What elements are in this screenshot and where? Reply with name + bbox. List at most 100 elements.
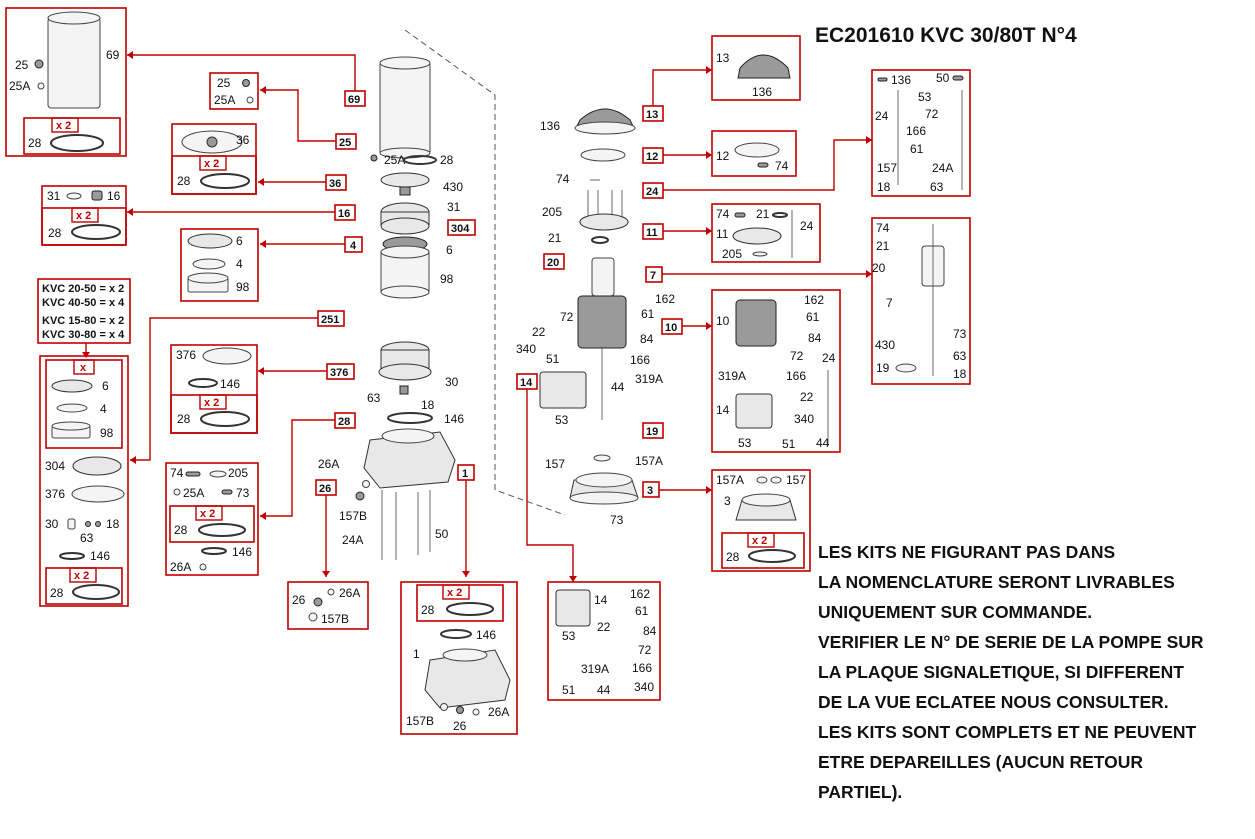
tag-36: 36: [329, 178, 341, 190]
kit-10-detail: 10 162 61 84 72 24 319A 166 14 22 340 53…: [711, 289, 841, 453]
note-line: PARTIEL).: [818, 782, 903, 802]
label-61: 61: [635, 604, 649, 618]
label-36: 36: [236, 133, 250, 147]
tag-20: 20: [547, 257, 559, 269]
label-6: 6: [236, 234, 243, 248]
label-14: 14: [594, 593, 608, 607]
kit-16-detail: 31 16 x 2 28: [41, 185, 127, 246]
tag-24: 24: [646, 186, 659, 198]
label-74: 74: [716, 207, 730, 221]
label-26A: 26A: [488, 705, 509, 719]
label-146: 146: [90, 549, 110, 563]
label-136: 136: [540, 119, 560, 133]
x-badge: x: [80, 362, 87, 374]
label-73: 73: [236, 486, 250, 500]
note-line: VERIFIER LE N° DE SERIE DE LA POMPE SUR: [818, 632, 1204, 652]
label-376: 376: [176, 348, 196, 362]
note-line: UNIQUEMENT SUR COMMANDE.: [818, 602, 1093, 622]
label-157: 157: [877, 161, 897, 175]
label-84: 84: [808, 331, 822, 345]
label-18: 18: [421, 398, 435, 412]
x2-badge: x 2: [752, 535, 767, 547]
label-73: 73: [953, 327, 967, 341]
label-205: 205: [542, 205, 562, 219]
label-63: 63: [953, 349, 967, 363]
x2-badge: x 2: [56, 120, 71, 132]
note-line: LES KITS SONT COMPLETS ET NE PEUVENT: [818, 722, 1197, 742]
kit-36-detail: 36 x 2 28: [171, 123, 257, 195]
label-30: 30: [45, 517, 59, 531]
label-69: 69: [106, 48, 120, 62]
label-72: 72: [560, 310, 574, 324]
label-61: 61: [806, 310, 820, 324]
x2-badge: x 2: [204, 158, 219, 170]
label-25A: 25A: [214, 93, 235, 107]
label-319A: 319A: [718, 369, 746, 383]
label-26: 26: [453, 719, 467, 733]
label-136: 136: [891, 73, 911, 87]
motor-stack: 136 74 205 21 162 61 72 22 84 340 51 166…: [516, 108, 675, 527]
label-10: 10: [716, 314, 730, 328]
tag-376: 376: [330, 367, 348, 379]
document-title: EC201610 KVC 30/80T N°4: [815, 24, 1077, 47]
label-51: 51: [782, 437, 796, 451]
tag-13: 13: [646, 109, 658, 121]
label-21: 21: [876, 239, 890, 253]
tag-69: 69: [348, 94, 360, 106]
kit-69-detail: 25 25A 69 x 2 28: [5, 7, 127, 157]
label-24A: 24A: [342, 533, 363, 547]
x2-badge: x 2: [204, 397, 219, 409]
label-53: 53: [918, 90, 932, 104]
label-98: 98: [440, 272, 454, 286]
kit-3-detail: 157A 157 3 x 2 28: [711, 469, 811, 572]
label-146: 146: [444, 412, 464, 426]
label-11: 11: [716, 227, 729, 241]
label-44: 44: [597, 683, 611, 697]
label-376: 376: [45, 487, 65, 501]
label-72: 72: [790, 349, 804, 363]
tag-12: 12: [646, 151, 658, 163]
tag-3: 3: [647, 485, 653, 497]
label-157A: 157A: [716, 473, 744, 487]
label-205: 205: [228, 466, 248, 480]
tag-251: 251: [321, 314, 339, 326]
tag-7: 7: [650, 270, 656, 282]
label-24: 24: [822, 351, 836, 365]
kit-28-detail: 74 205 25A 73 x 2 28 146 26A: [165, 462, 259, 576]
label-25A: 25A: [384, 153, 405, 167]
label-98: 98: [100, 426, 114, 440]
label-166: 166: [906, 124, 926, 138]
label-16: 16: [107, 189, 121, 203]
x2-badge: x 2: [74, 570, 89, 582]
right-kit-tags: 13 12 24 11 20 7 10 14 19 3: [516, 105, 683, 498]
label-162: 162: [630, 587, 650, 601]
kit-14-detail: 14 162 61 22 84 53 72 319A 166 51 44 340: [547, 581, 661, 701]
label-22: 22: [800, 390, 814, 404]
tag-4: 4: [350, 240, 357, 252]
label-84: 84: [643, 624, 657, 638]
multiplier-line: KVC 30-80 = x 4: [42, 329, 125, 341]
label-25: 25: [217, 76, 231, 90]
label-72: 72: [925, 107, 939, 121]
label-74: 74: [170, 466, 184, 480]
kit-4-detail: 6 4 98: [180, 228, 259, 302]
multiplier-line: KVC 20-50 = x 2: [42, 283, 124, 295]
tag-28: 28: [338, 416, 350, 428]
label-26A: 26A: [170, 560, 191, 574]
label-136: 136: [752, 85, 772, 99]
label-21: 21: [756, 207, 770, 221]
label-157: 157: [545, 457, 565, 471]
label-166: 166: [786, 369, 806, 383]
label-157B: 157B: [339, 509, 367, 523]
label-53: 53: [738, 436, 752, 450]
label-319A: 319A: [581, 662, 609, 676]
x2-badge: x 2: [447, 587, 462, 599]
label-430: 430: [875, 338, 895, 352]
label-6: 6: [446, 243, 453, 257]
label-4: 4: [100, 402, 107, 416]
label-21: 21: [548, 231, 562, 245]
x2-badge: x 2: [200, 508, 215, 520]
label-304: 304: [45, 459, 65, 473]
kit-7-detail: 74 21 20 7 430 73 63 19 18: [871, 217, 971, 385]
